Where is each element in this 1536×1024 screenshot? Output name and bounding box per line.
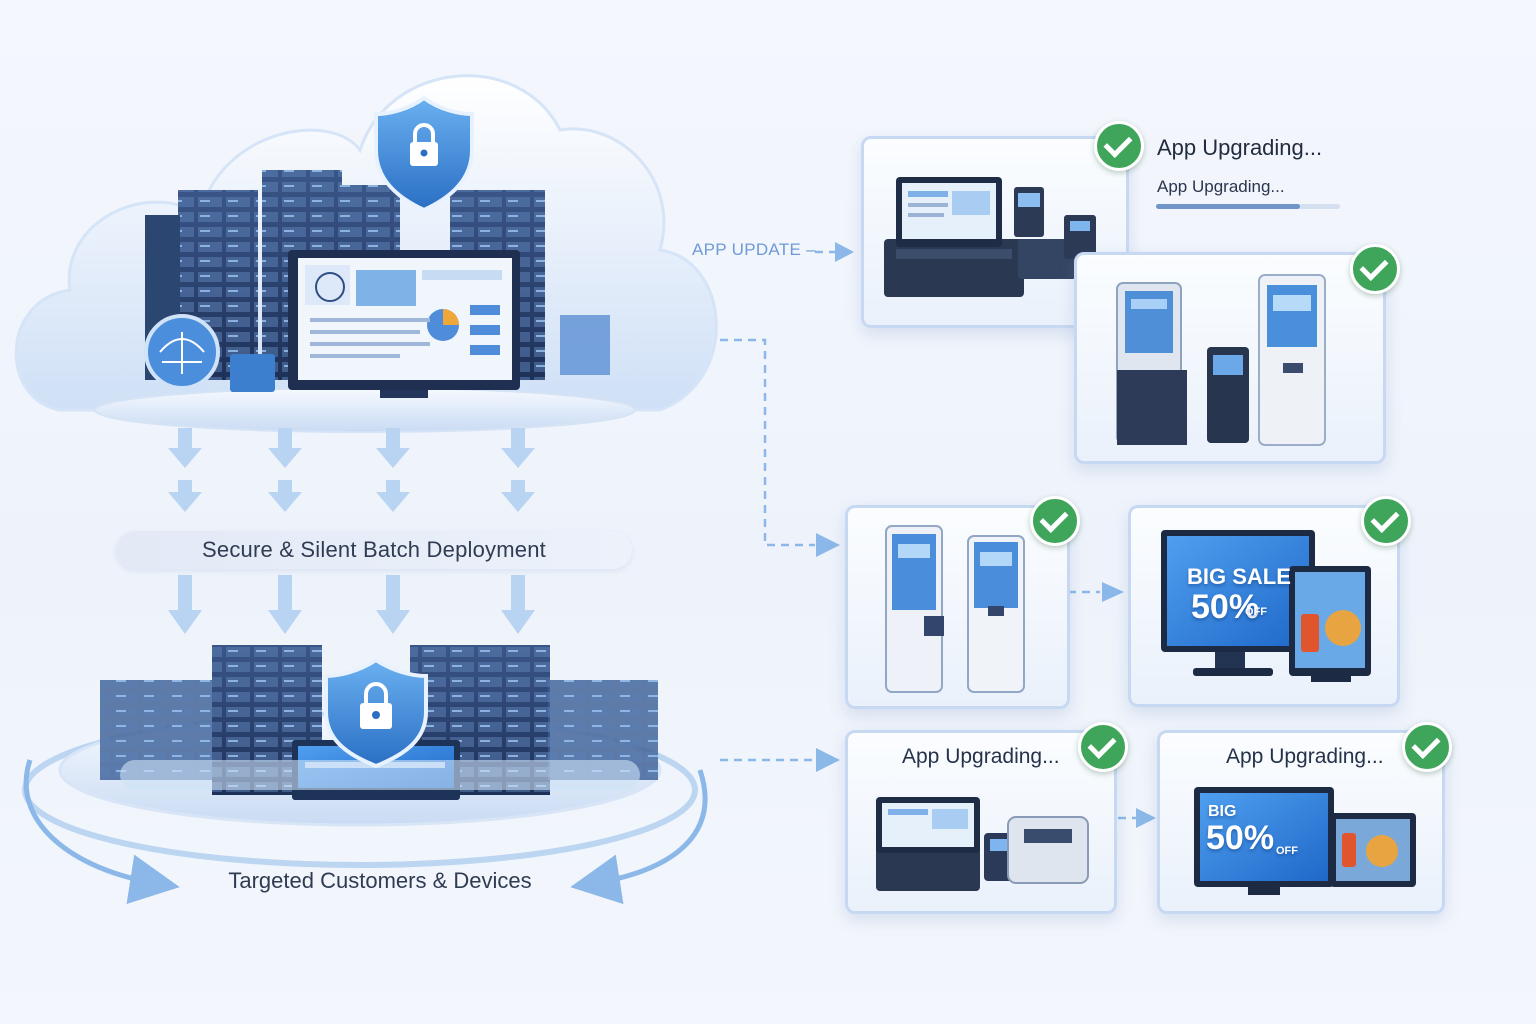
- check-icon: [1094, 121, 1144, 171]
- dashboard-monitor: [288, 250, 520, 398]
- connector-arrowheads: [816, 242, 1156, 828]
- deployment-pill-label: Secure & Silent Batch Deployment: [116, 531, 632, 569]
- card-pos-upgrading: App Upgrading...: [845, 730, 1117, 914]
- sale-off: OFF: [1276, 845, 1298, 857]
- deployment-arrows-bottom: [168, 575, 535, 634]
- upgrade-progress-bar: [1156, 204, 1340, 209]
- card-title: App Upgrading...: [902, 745, 1060, 768]
- pos-terminal-icon: [876, 797, 1089, 891]
- sale-percent: 50%: [1206, 819, 1275, 857]
- app-update-label: APP UPDATE –: [692, 240, 816, 259]
- check-icon: [1078, 722, 1128, 772]
- card-title: App Upgrading...: [1226, 745, 1384, 768]
- digital-signage-icon: [1194, 787, 1416, 895]
- card-digital-signage: BIG SALE 50% OFF: [1128, 505, 1400, 707]
- deployment-arrows-top: [168, 428, 535, 512]
- shield-lock-icon: [324, 657, 428, 769]
- target-datacenter: [22, 645, 698, 868]
- card-signage-upgrading: App Upgrading... BIG 50% OFF: [1157, 730, 1445, 914]
- card-pos-terminal: [861, 136, 1129, 328]
- targeting-curve-arrows: [23, 759, 708, 905]
- check-icon: [1030, 496, 1080, 546]
- sale-percent: 50%: [1191, 588, 1260, 626]
- check-icon: [1350, 244, 1400, 294]
- check-icon: [1402, 722, 1452, 772]
- card-standing-kiosks: [845, 505, 1070, 709]
- sale-off: OFF: [1245, 606, 1267, 618]
- network-globe-icon: [144, 314, 275, 392]
- digital-signage-icon: [1161, 530, 1371, 682]
- pos-terminal-icon: [884, 177, 1096, 297]
- check-icon: [1361, 496, 1411, 546]
- kiosk-icon: [1116, 274, 1326, 446]
- status-title: App Upgrading...: [1157, 135, 1323, 160]
- kiosk-icon: [885, 525, 1025, 693]
- target-label: Targeted Customers & Devices: [228, 868, 532, 893]
- shield-lock-icon: [374, 95, 474, 213]
- upgrade-progress-fill: [1156, 204, 1300, 209]
- sale-headline: BIG SALE: [1187, 564, 1291, 589]
- sale-headline-short: BIG: [1208, 803, 1237, 820]
- card-kiosks: [1074, 252, 1386, 464]
- status-subtitle: App Upgrading...: [1157, 177, 1285, 196]
